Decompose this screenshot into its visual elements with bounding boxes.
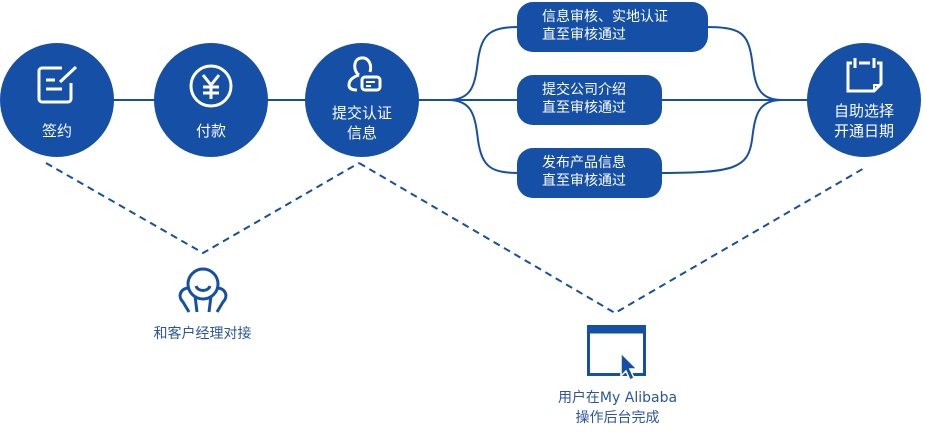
branch-right-top: [704, 26, 783, 101]
calendar-icon: [846, 58, 883, 93]
step-sign-label: 签约: [0, 121, 114, 141]
note-account-manager-line: 和客户经理对接: [153, 326, 252, 342]
step-sign-label-line: 签约: [41, 122, 72, 140]
branch-company-intro-line2: 直至审核通过: [542, 100, 626, 116]
branch-verification: 信息审核、实地认证 直至审核通过: [517, 2, 708, 52]
browser-cursor-icon: [587, 325, 646, 382]
step-submit-label: 提交认证 信息: [305, 103, 419, 143]
branch-product-info: 发布产品信息 直至审核通过: [517, 148, 662, 198]
happy-person-icon: [178, 267, 228, 313]
branch-company-intro: 提交公司介绍 直至审核通过: [517, 75, 662, 125]
branch-left-top: [447, 26, 521, 101]
branch-verification-line2: 直至审核通过: [542, 27, 626, 43]
step-pay: 付款: [154, 43, 268, 157]
edit-document-icon: [37, 65, 78, 104]
branch-product-info-line1: 发布产品信息: [542, 155, 626, 171]
step-schedule-label-line2: 开通日期: [833, 122, 894, 140]
branch-verification-line1: 信息审核、实地认证: [542, 9, 668, 25]
dashed-v-left: [45, 162, 360, 255]
step-schedule-label: 自助选择 开通日期: [807, 101, 921, 141]
step-pay-label-line: 付款: [195, 122, 226, 140]
user-id-card-icon: [347, 56, 382, 92]
step-submit-label-line2: 信息: [346, 124, 377, 142]
note-my-alibaba: 用户在My Alibaba 操作后台完成: [520, 388, 715, 428]
branch-company-intro-line1: 提交公司介绍: [542, 82, 626, 98]
step-submit-label-line1: 提交认证: [331, 104, 392, 122]
step-submit: 提交认证 信息: [305, 43, 419, 157]
note-my-alibaba-line1: 用户在My Alibaba: [557, 390, 678, 406]
step-pay-label: 付款: [154, 121, 268, 141]
branch-product-info-line2: 直至审核通过: [542, 173, 626, 189]
note-account-manager: 和客户经理对接: [120, 324, 285, 344]
branch-left-bottom: [447, 99, 521, 174]
note-my-alibaba-line2: 操作后台完成: [575, 410, 660, 426]
dashed-v-right: [358, 162, 867, 315]
yen-circle-icon: [189, 64, 233, 108]
branch-right-bottom: [659, 99, 783, 174]
step-schedule-label-line1: 自助选择: [833, 102, 894, 120]
step-sign: 签约: [0, 43, 114, 157]
step-schedule: 自助选择 开通日期: [807, 43, 921, 157]
